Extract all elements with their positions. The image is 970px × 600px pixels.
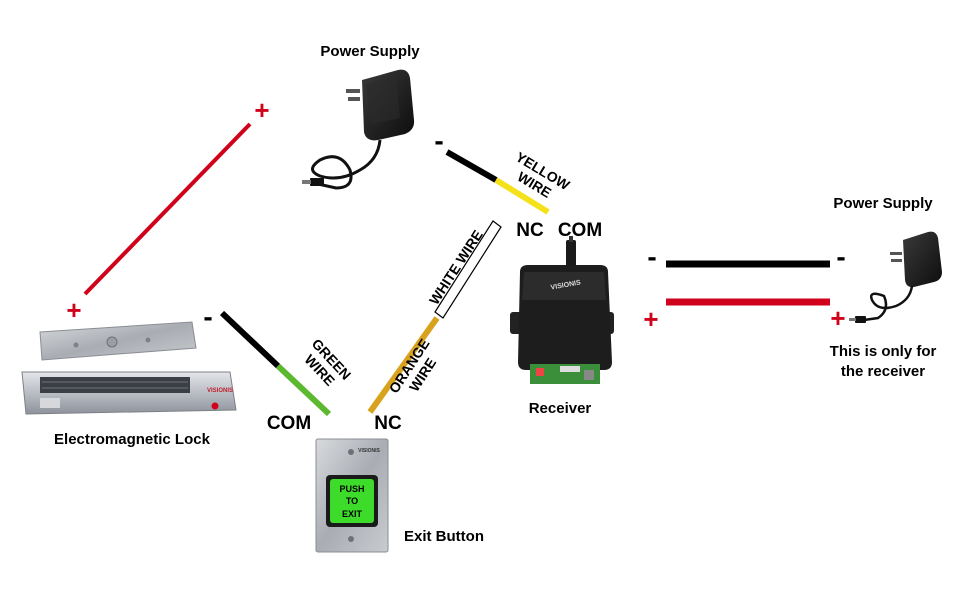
plus-sign-top: + — [254, 95, 269, 125]
button-text-line1: PUSH — [339, 484, 364, 494]
button-text-line3: EXIT — [342, 509, 363, 519]
orange-wire-label: ORANGE WIRE — [386, 336, 440, 396]
receiver: VISIONIS Receiver — [510, 236, 614, 417]
plus-sign-lock: + — [66, 295, 81, 325]
yellow-wire-label: YELLOW WIRE — [513, 149, 573, 201]
minus-sign-receiver-right: - — [836, 241, 845, 272]
receiver-nc-label: NC — [516, 220, 544, 241]
green-wire — [219, 310, 332, 417]
red-wire-lock-to-supply — [83, 122, 252, 296]
yellow-wire — [445, 149, 550, 215]
power-supply-top-label: Power Supply — [320, 43, 420, 60]
power-supply-right: Power Supply This is only for the receiv… — [830, 195, 942, 380]
button-text-line2: TO — [346, 496, 358, 506]
button-nc-label: NC — [374, 413, 402, 434]
button-com-label: COM — [267, 413, 311, 434]
receiver-note-line1: This is only for — [830, 343, 937, 360]
white-orange-wire — [367, 220, 502, 414]
plus-sign-receiver-left: + — [643, 304, 658, 334]
receiver-label: Receiver — [529, 400, 592, 417]
minus-sign-receiver-left: - — [647, 241, 656, 272]
plus-sign-receiver-right: + — [830, 303, 845, 333]
electromagnetic-lock: VISIONIS Electromagnetic Lock — [21, 321, 237, 448]
power-supply-top: Power Supply — [302, 43, 420, 190]
receiver-com-label: COM — [558, 220, 602, 241]
green-wire-label: GREEN WIRE — [301, 335, 354, 388]
minus-sign-lock: - — [203, 301, 212, 332]
exit-button-label: Exit Button — [404, 528, 484, 545]
lock-label: Electromagnetic Lock — [54, 431, 211, 448]
power-supply-right-label: Power Supply — [833, 195, 933, 212]
receiver-note-line2: the receiver — [841, 363, 925, 380]
button-brand: VISIONIS — [358, 448, 380, 454]
exit-button: VISIONIS PUSH TO EXIT Exit Button — [315, 438, 484, 553]
lock-brand: VISIONIS — [207, 388, 233, 394]
minus-sign-top: - — [434, 125, 443, 156]
